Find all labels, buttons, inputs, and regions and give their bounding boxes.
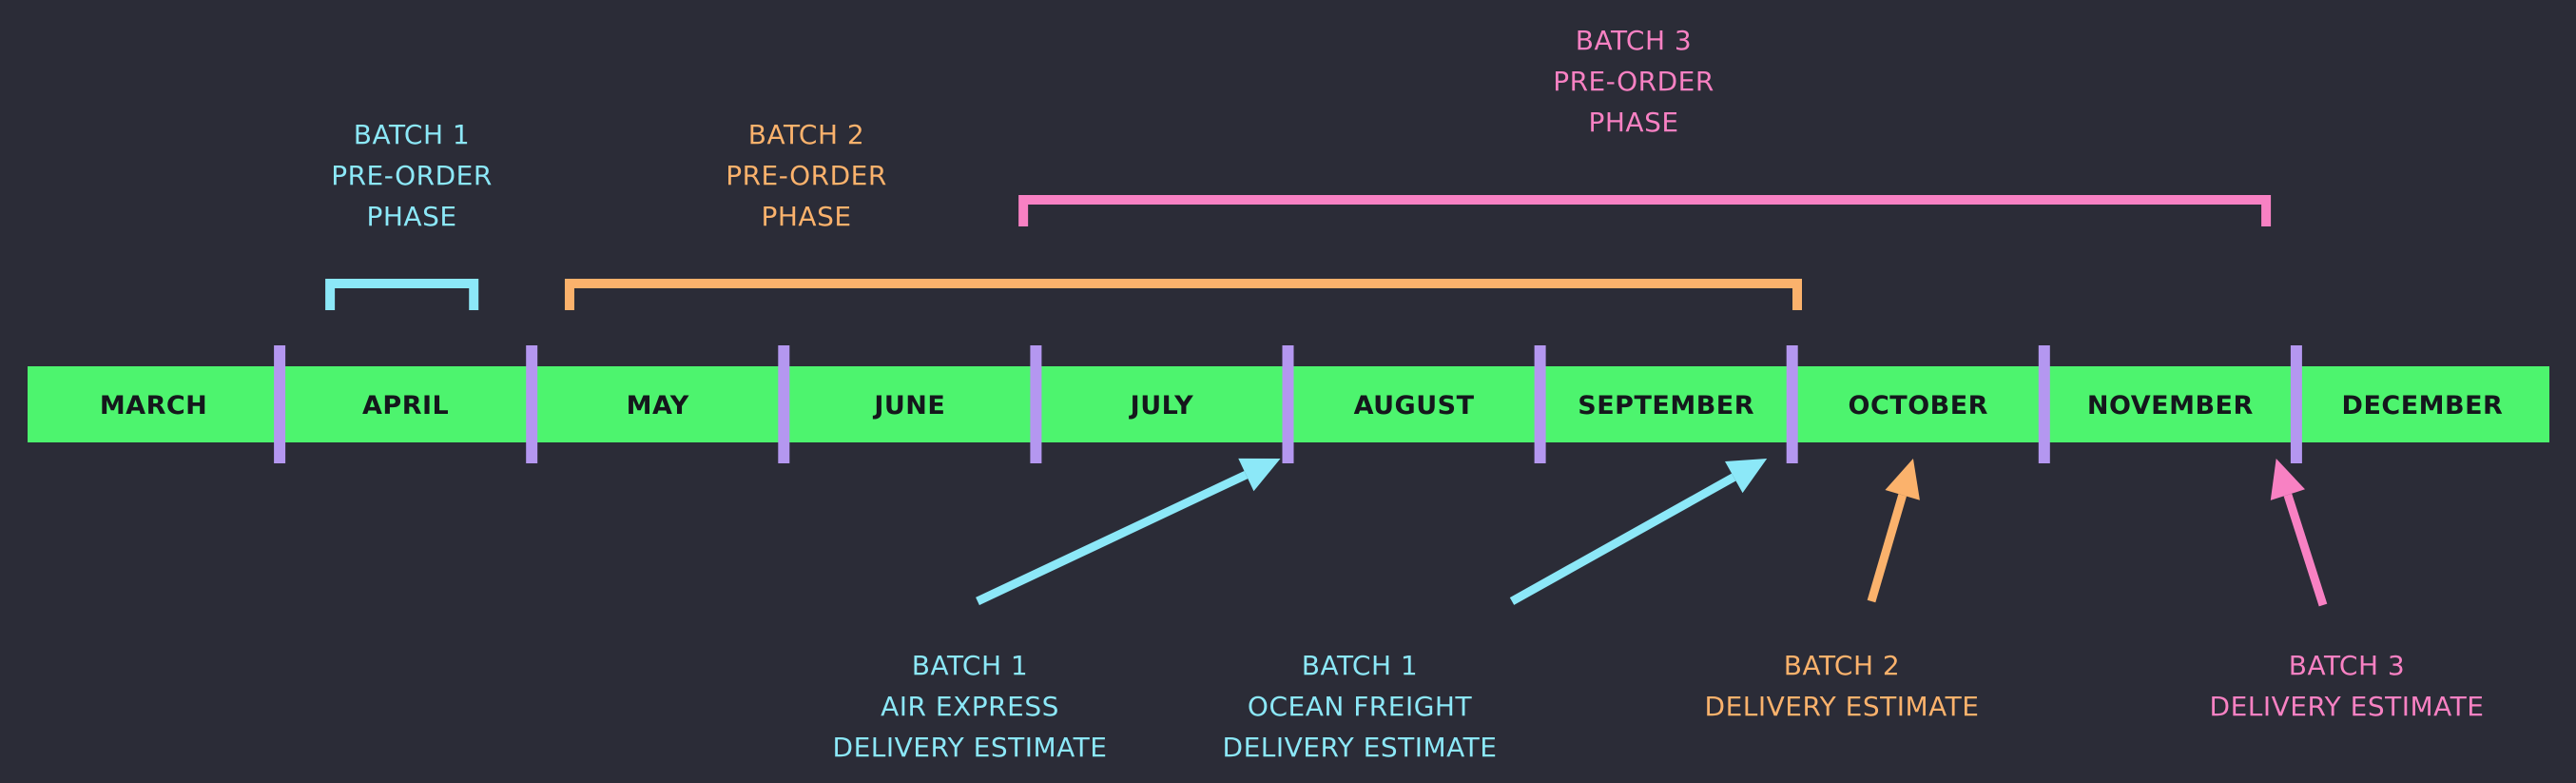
- delivery-label-batch1-ocean-freight-line: OCEAN FREIGHT: [1248, 691, 1473, 722]
- month-divider: [1786, 345, 1798, 463]
- phase-label-batch3-preorder-line: PRE-ORDER: [1553, 66, 1714, 97]
- month-label-july: JULY: [1129, 391, 1194, 421]
- timeline-bar: [28, 366, 2549, 442]
- delivery-label-batch2-delivery-line: BATCH 2: [1784, 650, 1900, 681]
- month-segment-september: [1540, 366, 1793, 442]
- delivery-label-batch1-air-express-line: DELIVERY ESTIMATE: [833, 732, 1108, 763]
- phase-bracket-batch2-preorder: [564, 279, 1802, 310]
- delivery-arrow-shaft-batch2-delivery: [1867, 494, 1908, 603]
- month-label-june: JUNE: [872, 391, 945, 421]
- month-segment-october: [1792, 366, 2045, 442]
- month-labels: MARCH APRIL MAY JUNE JULY AUGUST SEPTEMBER OCTO…: [100, 391, 2504, 421]
- delivery-label-batch1-air-express-line: BATCH 1: [912, 650, 1028, 681]
- delivery-estimates: BATCH 1 AIR EXPRESS DELIVERY ESTIMATE BATCH…: [833, 458, 2485, 763]
- phase-label-batch3-preorder-line: PHASE: [1588, 107, 1678, 138]
- month-segment-december: [2295, 366, 2549, 442]
- phase-label-batch1-preorder-line: BATCH 1: [354, 119, 470, 150]
- delivery-arrow-shaft-batch3-delivery: [2283, 493, 2328, 607]
- month-divider: [274, 345, 286, 463]
- pre-order-phases: BATCH 1 PRE-ORDER PHASE BATCH 2 PRE-ORDER PHA…: [325, 25, 2272, 310]
- month-divider: [1030, 345, 1042, 463]
- month-divider: [2038, 345, 2050, 463]
- phase-label-batch2-preorder-line: BATCH 2: [748, 119, 864, 150]
- month-divider: [526, 345, 538, 463]
- delivery-arrow-shaft-batch1-air-express: [976, 470, 1249, 606]
- month-divider: [778, 345, 790, 463]
- phase-label-batch1-preorder-line: PHASE: [366, 201, 456, 232]
- month-label-august: AUGUST: [1354, 391, 1475, 421]
- delivery-label-batch1-ocean-freight-line: BATCH 1: [1302, 650, 1418, 681]
- delivery-label-batch1-ocean-freight-line: DELIVERY ESTIMATE: [1223, 732, 1498, 763]
- phase-label-batch1-preorder-line: PRE-ORDER: [331, 160, 493, 191]
- month-label-april: APRIL: [362, 391, 449, 421]
- delivery-arrowhead-batch2-delivery: [1885, 459, 1920, 500]
- month-label-october: OCTOBER: [1849, 391, 1988, 421]
- month-divider: [1534, 345, 1546, 463]
- delivery-arrow-shaft-batch1-ocean-freight: [1509, 473, 1736, 605]
- delivery-arrowhead-batch1-ocean-freight: [1725, 459, 1768, 494]
- phase-bracket-batch3-preorder: [1018, 195, 2272, 226]
- month-label-december: DECEMBER: [2342, 391, 2504, 421]
- delivery-label-batch3-delivery-line: BATCH 3: [2289, 650, 2405, 681]
- delivery-label-batch1-air-express-line: AIR EXPRESS: [881, 691, 1059, 722]
- phase-label-batch3-preorder-line: BATCH 3: [1576, 25, 1692, 56]
- month-segment-april: [280, 366, 533, 442]
- delivery-label-batch3-delivery-line: DELIVERY ESTIMATE: [2210, 691, 2485, 722]
- month-segment-july: [1036, 366, 1289, 442]
- phase-label-batch2-preorder-line: PRE-ORDER: [726, 160, 887, 191]
- month-label-november: NOVEMBER: [2087, 391, 2254, 421]
- month-segment-march: [28, 366, 281, 442]
- month-dividers: [274, 345, 2302, 463]
- month-segment-august: [1288, 366, 1541, 442]
- month-label-march: MARCH: [100, 391, 207, 421]
- month-label-may: MAY: [627, 391, 689, 421]
- month-label-september: SEPTEMBER: [1578, 391, 1754, 421]
- month-divider: [2290, 345, 2302, 463]
- month-segment-november: [2043, 366, 2297, 442]
- delivery-arrowhead-batch1-air-express: [1238, 458, 1281, 492]
- phase-label-batch2-preorder-line: PHASE: [761, 201, 851, 232]
- phase-bracket-batch1-preorder: [325, 279, 479, 310]
- delivery-arrowhead-batch3-delivery: [2270, 459, 2305, 500]
- month-segment-may: [532, 366, 785, 442]
- month-segment-june: [784, 366, 1037, 442]
- delivery-label-batch2-delivery-line: DELIVERY ESTIMATE: [1705, 691, 1980, 722]
- month-divider: [1282, 345, 1294, 463]
